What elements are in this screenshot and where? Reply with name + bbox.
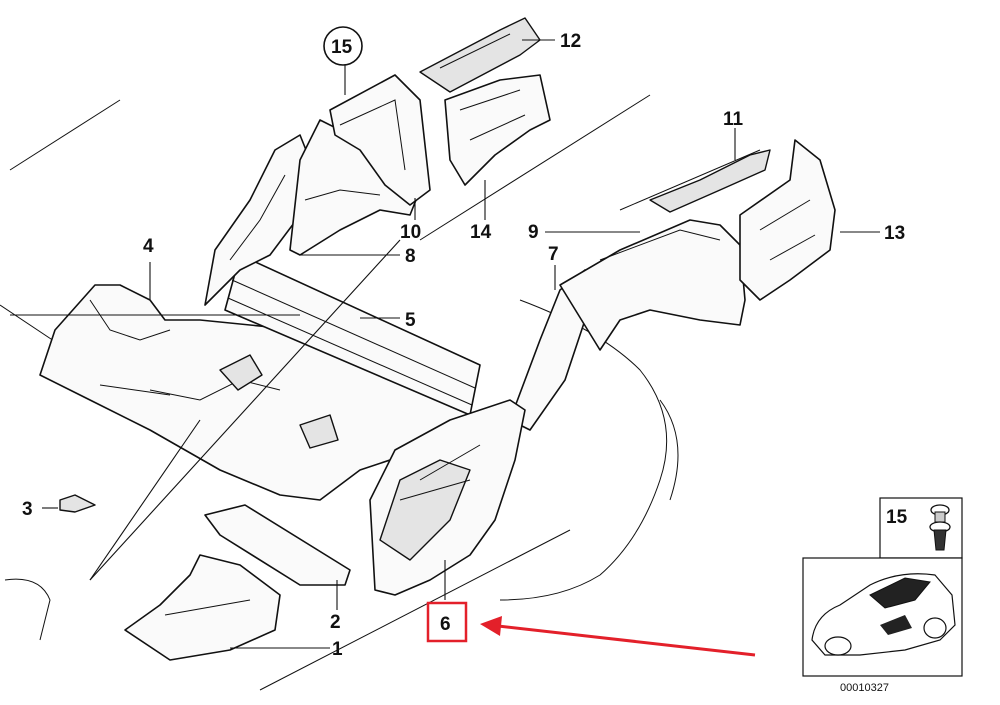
callout-15: 15 [331,37,353,58]
callout-10: 10 [400,222,421,243]
part-6-right-wheelhouse-trim [369,399,526,596]
callout-8: 8 [405,246,416,267]
part-8-left-side-trim [204,134,311,306]
inset-code: 00010327 [840,682,889,694]
callout-2: 2 [330,612,341,633]
callout-4: 4 [143,236,154,257]
car-body-outline [499,299,679,601]
callout-11: 11 [723,109,744,130]
part-4-trunk-floor-lining [39,284,481,501]
part-14-left-rear-trim [444,74,551,186]
background-lines [0,94,761,691]
callout-5: 5 [405,310,416,331]
part-2-floor-insert [204,504,351,586]
callout-7: 7 [548,244,559,265]
callout-15-circled: 15 [323,26,363,66]
part-11-bracket [649,149,771,213]
inset-panel: 15 00010327 [802,497,963,694]
callout-13: 13 [884,223,905,244]
part-9-right-rear-trim [559,219,746,351]
callout-6-highlight: 6 [426,601,468,643]
callout-6: 6 [440,614,451,635]
car-icon [811,573,956,656]
part-3-clip [59,494,96,513]
callout-3: 3 [22,499,33,520]
callout-12: 12 [560,31,581,52]
callout-labels: 1 2 3 4 5 7 8 9 10 11 12 13 14 [22,31,905,660]
callout-14: 14 [470,222,492,243]
inset-label: 15 [886,507,908,528]
highlight-box [426,601,468,643]
fastener-icon [929,504,951,551]
red-arrow [480,616,756,657]
part-15-upper-bracket [329,74,431,206]
leader-lines [10,39,880,649]
part-13-right-wheelhouse-trim [739,139,836,301]
part-1-floor-mat [124,554,281,661]
callout-9: 9 [528,222,539,243]
callout-1: 1 [332,639,343,660]
